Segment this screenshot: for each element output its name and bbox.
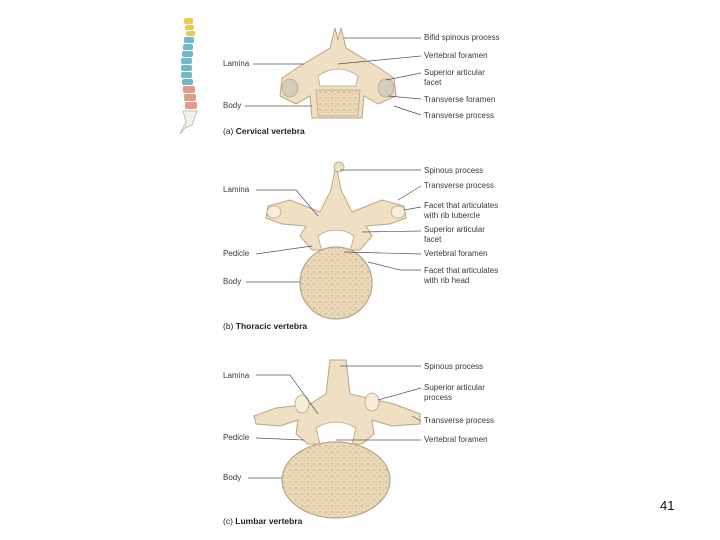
label-facet: facet (424, 235, 441, 245)
caption-letter: (a) (223, 126, 233, 136)
caption-lumbar: (c) Lumbar vertebra (223, 516, 302, 526)
label-lamina: Lamina (223, 371, 249, 381)
caption-letter: (b) (223, 321, 233, 331)
label-facet: facet (424, 78, 441, 88)
label-transverse-process: Transverse process (424, 416, 494, 426)
label-bifid-spinous-process: Bifid spinous process (424, 33, 500, 43)
label-superior-articular: Superior articular (424, 383, 485, 393)
spine-thumbnail (180, 18, 197, 134)
label-facet-rib-tubercle-line2: with rib tubercle (424, 211, 480, 221)
label-spinous-process: Spinous process (424, 166, 483, 176)
label-lamina: Lamina (223, 59, 249, 69)
label-vertebral-foramen: Vertebral foramen (424, 435, 488, 445)
caption-thoracic: (b) Thoracic vertebra (223, 321, 307, 331)
label-facet-rib-tubercle: Facet that articulates (424, 201, 498, 211)
page-number: 41 (660, 498, 674, 513)
caption-title: Lumbar vertebra (235, 516, 302, 526)
caption-title: Thoracic vertebra (236, 321, 307, 331)
label-body: Body (223, 277, 241, 287)
label-facet-rib-head-line2: with rib head (424, 276, 469, 286)
label-vertebral-foramen: Vertebral foramen (424, 51, 488, 61)
caption-title: Cervical vertebra (236, 126, 305, 136)
label-transverse-process: Transverse process (424, 181, 494, 191)
label-superior-articular: Superior articular (424, 225, 485, 235)
label-lamina: Lamina (223, 185, 249, 195)
cervical-vertebra-drawing (280, 28, 396, 118)
label-body: Body (223, 473, 241, 483)
caption-cervical: (a) Cervical vertebra (223, 126, 305, 136)
label-process: process (424, 393, 452, 403)
caption-letter: (c) (223, 516, 233, 526)
label-pedicle: Pedicle (223, 249, 249, 259)
label-transverse-foramen: Transverse foramen (424, 95, 495, 105)
thoracic-vertebra-drawing (266, 162, 406, 319)
label-body: Body (223, 101, 241, 111)
label-vertebral-foramen: Vertebral foramen (424, 249, 488, 259)
label-transverse-process: Transverse process (424, 111, 494, 121)
label-pedicle: Pedicle (223, 433, 249, 443)
label-facet-rib-head: Facet that articulates (424, 266, 498, 276)
label-superior-articular: Superior articular (424, 68, 485, 78)
label-spinous-process: Spinous process (424, 362, 483, 372)
